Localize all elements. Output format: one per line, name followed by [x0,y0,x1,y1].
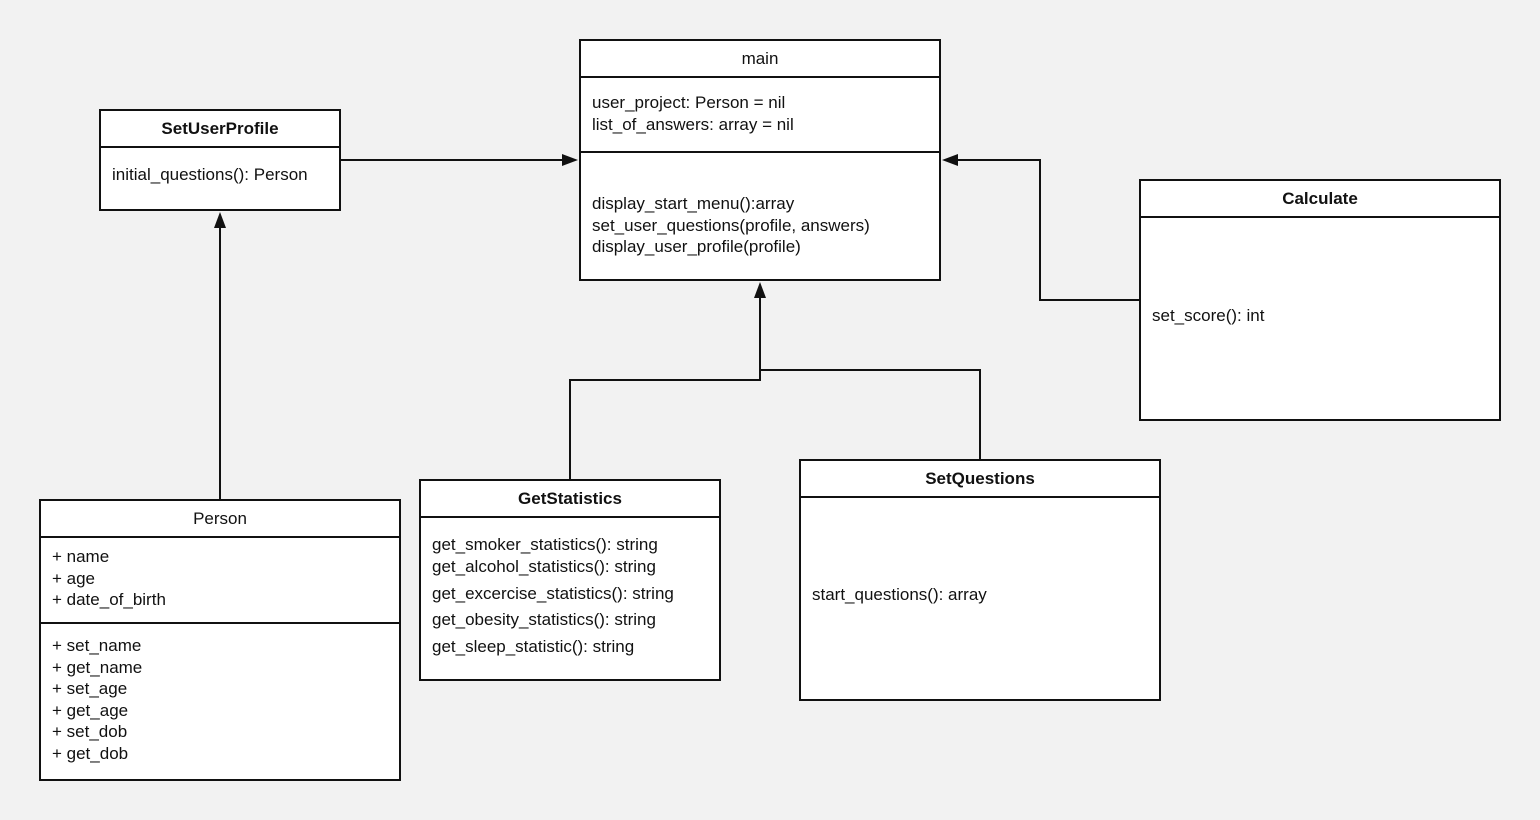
operation-set-name: + set_name [52,636,142,655]
class-name-getstatistics: GetStatistics [421,481,719,518]
operations-section-getstatistics: get_smoker_statistics(): string get_alco… [421,518,719,679]
operation-get-alcohol-statistics: get_alcohol_statistics(): string [432,557,656,576]
operation-set-user-questions: set_user_questions(profile, answers) [592,215,870,235]
class-box-getstatistics[interactable]: GetStatistics get_smoker_statistics(): s… [419,479,721,681]
operation-display-start-menu: display_start_menu():array [592,194,795,213]
arrowhead-main-left [562,154,578,166]
operation-set-dob: + set_dob [52,722,128,742]
operation-get-sleep-statistic: get_sleep_statistic(): string [432,636,635,656]
operations-section-main: display_start_menu():array set_user_ques… [581,153,939,279]
class-name-main: main [581,41,939,78]
operation-initial-questions: initial_questions(): Person [112,165,308,184]
operations-section-setquestions: start_questions(): array [801,498,1159,699]
attribute-date-of-birth: + date_of_birth [52,590,166,610]
operation-get-smoker-statistics: get_smoker_statistics(): string [432,535,658,554]
operation-start-questions: start_questions(): array [812,585,987,604]
class-box-setuserprofile[interactable]: SetUserProfile initial_questions(): Pers… [99,109,341,211]
class-name-setquestions: SetQuestions [801,461,1159,498]
connector-calculate-to-main [954,159,1139,301]
attribute-list-of-answers: list_of_answers: array = nil [592,114,794,134]
arrowhead-main-right [942,154,958,166]
operation-get-dob: + get_dob [52,743,129,763]
operation-get-age: + get_age [52,700,129,720]
class-box-setquestions[interactable]: SetQuestions start_questions(): array [799,459,1161,701]
class-name-setuserprofile: SetUserProfile [101,111,339,148]
attribute-name: + name [52,547,110,566]
class-name-calculate: Calculate [1141,181,1499,218]
operation-get-name: + get_name [52,657,143,677]
connector-getstatistics-to-main [569,295,761,479]
arrowhead-main-bottom [754,282,766,298]
class-box-calculate[interactable]: Calculate set_score(): int [1139,179,1501,421]
operations-section-setuserprofile: initial_questions(): Person [101,148,339,209]
class-box-person[interactable]: Person + name + age + date_of_birth + se… [39,499,401,781]
attributes-section-person: + name + age + date_of_birth [41,538,399,624]
operations-section-person: + set_name + get_name + set_age + get_ag… [41,624,399,779]
operation-set-age: + set_age [52,679,128,699]
attribute-user-project: user_project: Person = nil [592,93,786,112]
operation-get-obesity-statistics: get_obesity_statistics(): string [432,610,656,629]
operations-section-calculate: set_score(): int [1141,218,1499,419]
arrowhead-setuserprofile-bottom [214,212,226,228]
operation-get-excercise-statistics: get_excercise_statistics(): string [432,583,674,603]
operation-display-user-profile: display_user_profile(profile) [592,237,801,257]
class-box-main[interactable]: main user_project: Person = nil list_of_… [579,39,941,281]
operation-set-score: set_score(): int [1152,306,1265,325]
class-name-person: Person [41,501,399,538]
attributes-section-main: user_project: Person = nil list_of_answe… [581,78,939,153]
attribute-age: + age [52,568,96,588]
connector-setquestions-to-main [760,369,981,459]
